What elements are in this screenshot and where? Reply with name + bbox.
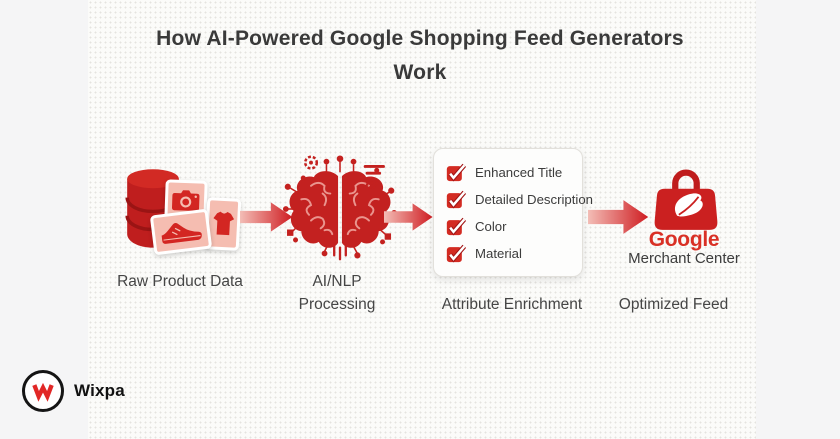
checked-checkbox-icon xyxy=(446,217,467,236)
checked-checkbox-icon xyxy=(446,190,467,209)
camera-photo-card xyxy=(164,179,208,223)
checklist-item-enhanced-title: Enhanced Title xyxy=(446,159,570,185)
brain-circuit-icon xyxy=(282,155,398,261)
google-wordmark: Google xyxy=(648,228,720,251)
stage-label-optimized-feed: Optimized Feed xyxy=(618,296,729,313)
attribute-checklist-card: Enhanced Title Detailed Description Colo… xyxy=(433,148,593,277)
checklist-item-detailed-description: Detailed Description xyxy=(446,186,593,212)
flow-arrow-1 xyxy=(240,202,293,232)
checklist-label: Detailed Description xyxy=(475,191,594,207)
stage-label-processing: Processing xyxy=(298,296,376,313)
tshirt-photo-card xyxy=(204,197,242,251)
checklist-item-color: Color xyxy=(446,213,570,239)
camera-icon xyxy=(172,190,200,212)
flow-arrow-3 xyxy=(588,200,649,234)
tshirt-icon xyxy=(212,211,234,236)
raw-product-data-icon xyxy=(118,162,248,262)
gear-icons xyxy=(303,155,379,190)
merchant-center-label: Merchant Center xyxy=(628,250,740,267)
stage-label-ai-nlp: AI/NLP xyxy=(312,273,362,290)
checklist-label: Color xyxy=(475,218,507,234)
sneaker-icon xyxy=(161,223,202,244)
stage-label-raw-product-data: Raw Product Data xyxy=(117,273,243,290)
page-title-line1: How AI-Powered Google Shopping Feed Gene… xyxy=(156,27,684,50)
checked-checkbox-icon xyxy=(446,163,467,182)
wixpa-logo-text: Wixpa xyxy=(74,381,125,400)
checklist-item-material: Material xyxy=(446,240,570,266)
checklist-label: Enhanced Title xyxy=(475,164,563,180)
checklist-label: Material xyxy=(475,245,522,261)
google-shopping-bag-icon xyxy=(654,169,718,230)
flow-arrow-2 xyxy=(384,203,433,231)
wixpa-logo-mark xyxy=(22,370,64,412)
page-title-line2: Work xyxy=(393,61,447,84)
stage-label-attribute-enrichment: Attribute Enrichment xyxy=(441,296,583,313)
checked-checkbox-icon xyxy=(446,244,467,263)
wixpa-w-icon xyxy=(32,382,54,402)
sneaker-photo-card xyxy=(149,208,213,256)
wixpa-logo: Wixpa xyxy=(22,370,125,412)
